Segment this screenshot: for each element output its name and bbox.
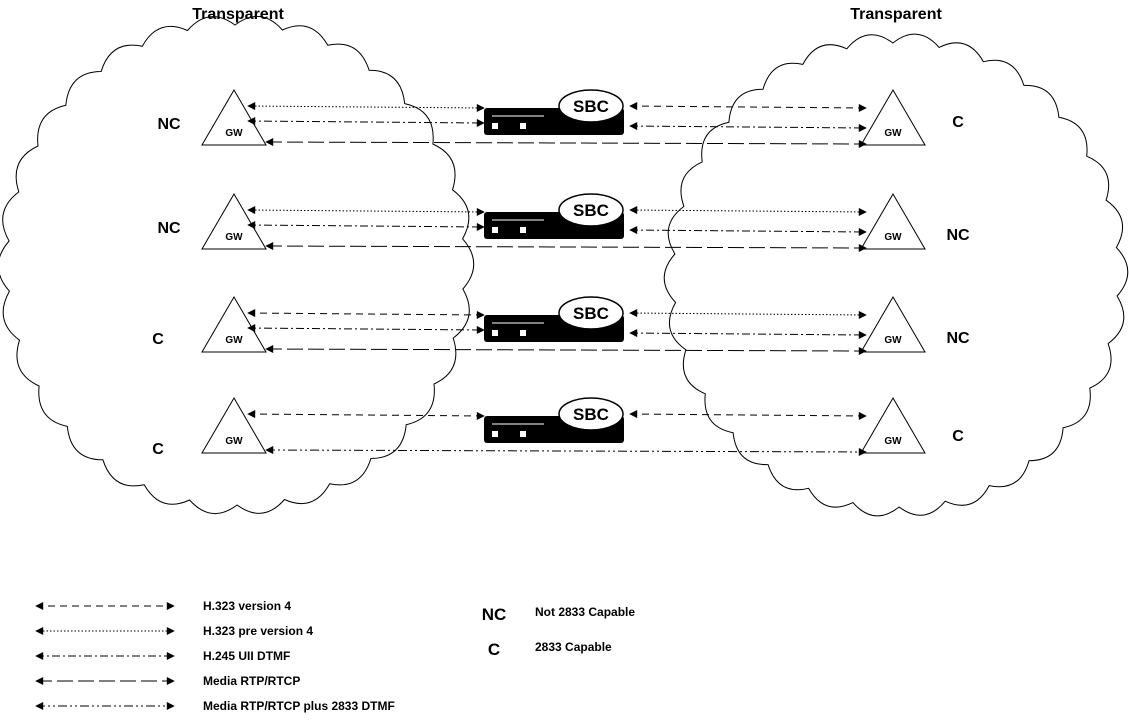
row-1: NC C GW GW SBC [157,89,964,148]
legend-key: C 2833 Capable [488,640,612,659]
link-right-dashdot [629,226,867,236]
link-through-longdash [265,345,867,355]
gateway-left: GW [201,296,267,353]
link-left-dashdot [247,221,485,231]
link-through-longdash [265,242,867,252]
gateway-label: GW [884,232,902,243]
link-left-dashdot [247,117,485,127]
cloud-left [0,16,475,514]
sbc-port [520,123,526,129]
link-right-dotted [629,309,867,319]
right-capability-label: C [952,428,964,445]
gateway-label: GW [884,335,902,346]
gateway-triangle [201,397,267,454]
cloud-title-right: Transparent [850,6,942,23]
row-3: C NC GW GW SBC [152,296,970,355]
link-through-dashdotdot [265,446,867,456]
link-left-dashdot [247,324,485,334]
link-through-longdash [265,138,867,148]
link-right-dashed [629,102,867,112]
right-capability-label: NC [946,330,970,347]
gateway-right: GW [860,397,926,454]
sbc-badge [558,397,624,431]
sbc-badge [558,193,624,227]
sbc-label: SBC [573,405,609,424]
legend-label: H.245 UII DTMF [203,649,290,663]
legend-label: Media RTP/RTCP plus 2833 DTMF [203,699,395,713]
sbc-label: SBC [573,304,609,323]
link-right-dashdot [629,122,867,132]
sbc-port [520,227,526,233]
sbc-device: SBC [484,296,624,342]
legend-item: Media RTP/RTCP plus 2833 DTMF [35,699,395,713]
gateway-label: GW [884,128,902,139]
sbc-device: SBC [484,193,624,239]
link-left-dotted [247,102,485,112]
left-capability-label: NC [157,116,181,133]
legend-label: Media RTP/RTCP [203,674,300,688]
legend-label: H.323 version 4 [203,599,291,613]
sbc-label: SBC [573,201,609,220]
legend: H.323 version 4 H.323 pre version 4 H.245 … [35,599,636,713]
gateway-label: GW [225,335,243,346]
link-right-dashed [629,410,867,420]
cloud-title-left: Transparent [192,6,284,23]
sbc-port [492,330,498,336]
sbc-device: SBC [484,89,624,135]
gateway-left: GW [201,397,267,454]
right-capability-label: C [952,114,964,131]
gateway-triangle [860,397,926,454]
sbc-port [520,330,526,336]
left-capability-label: C [152,331,164,348]
sbc-port [492,431,498,437]
sbc-port [492,123,498,129]
sbc-badge [558,89,624,123]
gateway-right: GW [860,296,926,353]
sbc-label: SBC [573,97,609,116]
legend-key-symbol: C [488,640,500,659]
gateway-triangle [860,296,926,353]
legend-key: NC Not 2833 Capable [482,605,636,624]
gateway-triangle [860,89,926,146]
gateway-right: GW [860,193,926,250]
link-left-dashed [247,309,485,319]
link-right-dashdot [629,329,867,339]
sbc-device: SBC [484,397,624,443]
sbc-port [520,431,526,437]
legend-item: H.323 version 4 [35,599,291,613]
legend-key-label: 2833 Capable [535,640,612,654]
gateway-right: GW [860,89,926,146]
cloud-left-outline [0,16,475,514]
row-4: C C GW GW SBC [152,397,964,458]
left-capability-label: NC [157,220,181,237]
link-left-dashed [247,410,485,420]
right-capability-label: NC [946,227,970,244]
sbc-port [492,227,498,233]
gateway-triangle [860,193,926,250]
legend-key-label: Not 2833 Capable [535,605,635,619]
legend-item: H.245 UII DTMF [35,649,290,663]
legend-item: Media RTP/RTCP [35,674,300,688]
gateway-left: GW [201,193,267,250]
gateway-label: GW [225,232,243,243]
legend-key-symbol: NC [482,605,507,624]
gateway-label: GW [225,436,243,447]
row-2: NC NC GW GW SBC [157,193,970,252]
gateway-rows: NC C GW GW SBC NC NC GW GW SBC C NC GW GW SBC C C GW GW SBC [152,89,970,458]
legend-item: H.323 pre version 4 [35,624,313,638]
gateway-label: GW [225,128,243,139]
legend-label: H.323 pre version 4 [203,624,313,638]
gateway-left: GW [201,89,267,146]
link-right-dotted [629,206,867,216]
left-capability-label: C [152,441,164,458]
link-left-dotted [247,206,485,216]
sbc-badge [558,296,624,330]
gateway-label: GW [884,436,902,447]
